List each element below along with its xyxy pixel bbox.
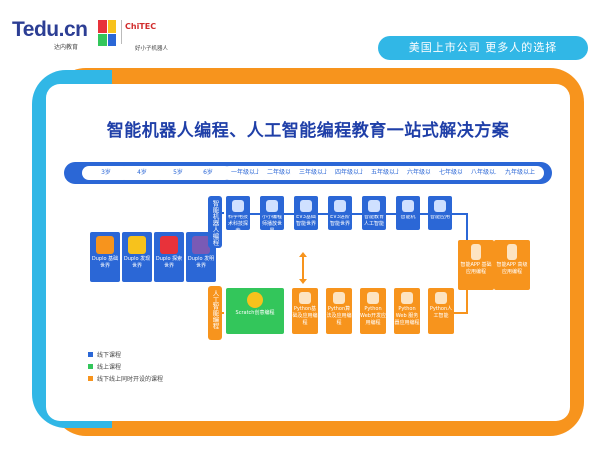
arrow-up-icon xyxy=(299,252,307,257)
duplo-robot-icon xyxy=(192,236,210,254)
python-course-box: Python算法及应用编程 xyxy=(326,288,352,334)
duplo-robot-icon xyxy=(128,236,146,254)
ai-programming-label: 人工智能编程 xyxy=(208,286,222,340)
robot-icon xyxy=(334,200,346,212)
legend-online-label: 线上课程 xyxy=(97,364,122,371)
header-divider xyxy=(121,20,122,44)
robot-icon xyxy=(434,200,446,212)
page-title: 智能机器人编程、人工智能编程教育一站式解决方案 xyxy=(106,121,510,141)
app-course-box: 智能APP 高级应用编程 xyxy=(494,240,530,290)
age-timeline: 3岁 4岁 5岁 6岁 一年级以上 二年级以上 三年级以上 四年级以上 五年级以… xyxy=(64,162,552,184)
ai-to-app-line xyxy=(466,286,468,314)
duplo-box: Duplo 基础世界 xyxy=(90,232,120,282)
robot-row-line xyxy=(226,213,452,215)
phone-icon xyxy=(471,244,481,260)
timeline-item: 九年级以上 xyxy=(496,166,544,180)
chitec-logo-subtitle: 好小子机器人 xyxy=(135,46,169,52)
python-course-box: Python Web开发应用编程 xyxy=(360,288,386,334)
cloud-icon xyxy=(401,292,413,304)
python-course-box: Python基础及应用编程 xyxy=(292,288,318,334)
robot-to-app-line xyxy=(452,213,466,215)
slogan-badge: 美国上市公司 更多人的选择 xyxy=(378,36,588,60)
web-icon xyxy=(367,292,379,304)
robot-icon xyxy=(368,200,380,212)
legend-swatch-both xyxy=(88,376,93,381)
scratch-course-box: Scratch创意编程 xyxy=(226,288,284,334)
ai-robot-icon xyxy=(435,292,447,304)
robot-programming-label: 智能机器人编程 xyxy=(208,196,222,248)
chitec-logo: ChiTEC xyxy=(125,22,157,31)
timeline-item: 6岁 xyxy=(184,166,232,180)
scratch-cat-icon xyxy=(247,292,263,308)
duplo-box: Duplo 探索世界 xyxy=(154,232,184,282)
app-course-box: 智能APP 基础应用编程 xyxy=(458,240,494,290)
python-course-box: Python Web 服务器应用编程 xyxy=(394,288,420,334)
legend-offline-label: 线下课程 xyxy=(97,352,122,359)
duplo-box: Duplo 发现世界 xyxy=(122,232,152,282)
colorful-cubes-icon xyxy=(98,20,116,46)
robot-to-app-line xyxy=(466,213,468,243)
duplo-box: Duplo 发明世界 xyxy=(186,232,216,282)
robot-icon xyxy=(266,200,278,212)
arrow-down-icon xyxy=(299,279,307,284)
tedu-logo: Tedu.cn xyxy=(12,18,88,41)
python-icon xyxy=(299,292,311,304)
phone-icon xyxy=(507,244,517,260)
robot-icon xyxy=(402,200,414,212)
legend-both-label: 线下线上同时开设的课程 xyxy=(97,376,164,383)
legend-swatch-online xyxy=(88,364,93,369)
robot-icon xyxy=(300,200,312,212)
robot-icon xyxy=(232,200,244,212)
python-course-box: Python人工智能 xyxy=(428,288,454,334)
tedu-logo-subtitle: 达内教育 xyxy=(54,44,79,51)
legend-swatch-offline xyxy=(88,352,93,357)
duplo-robot-icon xyxy=(160,236,178,254)
python-icon xyxy=(333,292,345,304)
ai-to-app-line xyxy=(454,312,466,314)
duplo-robot-icon xyxy=(96,236,114,254)
two-way-arrow xyxy=(302,254,304,280)
